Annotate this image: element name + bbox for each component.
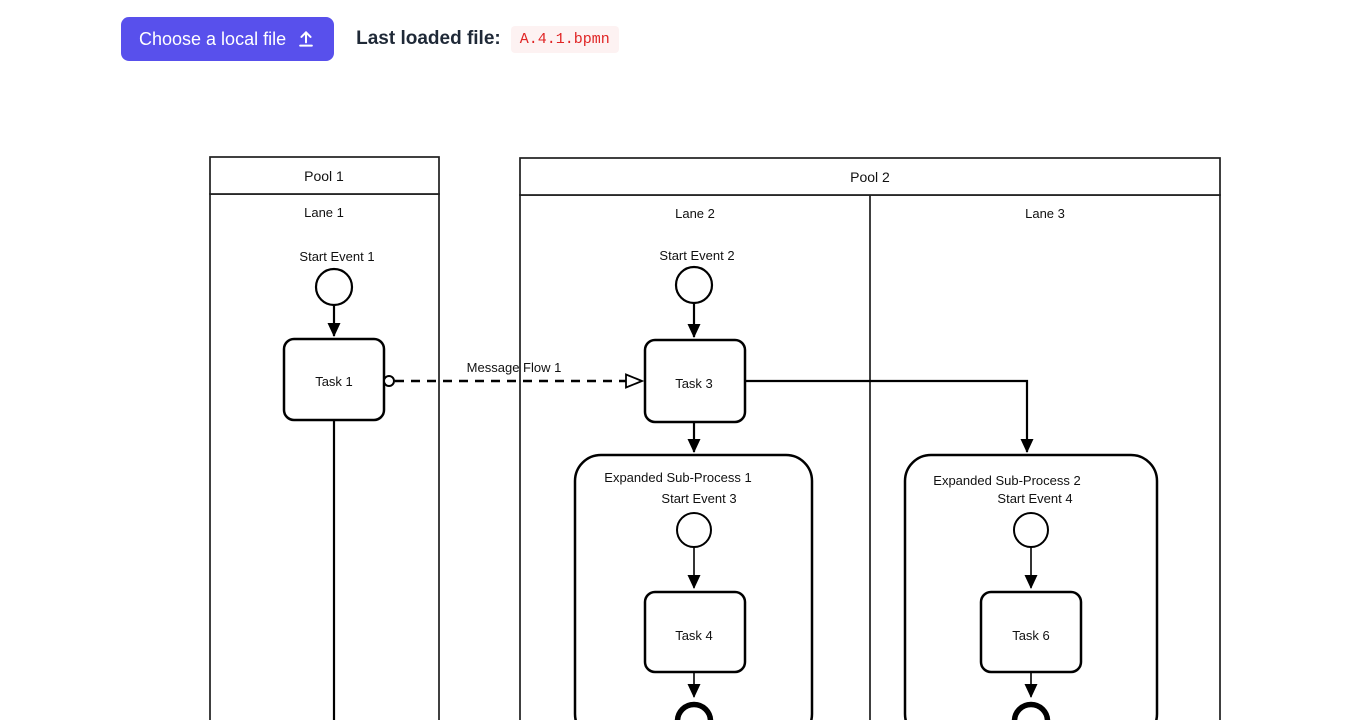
task-3-shape[interactable] xyxy=(643,338,747,424)
toolbar: Choose a local file Last loaded file: A.… xyxy=(121,17,619,61)
last-loaded-label: Last loaded file: xyxy=(356,28,501,49)
sequence-flow-task3-subprocess2 xyxy=(745,379,1034,453)
lane-3-label: Lane 3 xyxy=(1025,206,1065,221)
start-event-2-shape[interactable] xyxy=(674,265,714,305)
upload-icon xyxy=(296,29,316,49)
start-event-4-label: Start Event 4 xyxy=(997,491,1072,506)
pool-1-header[interactable] xyxy=(209,156,440,195)
sub-process-2-label: Expanded Sub-Process 2 xyxy=(933,473,1080,488)
start-event-3-shape[interactable] xyxy=(676,512,712,548)
lane-1-label: Lane 1 xyxy=(304,205,344,220)
start-event-1-shape[interactable] xyxy=(314,267,354,307)
end-event-2-shape[interactable] xyxy=(1011,701,1051,720)
task-1-label: Task 1 xyxy=(315,374,353,389)
start-event-1-label: Start Event 1 xyxy=(299,249,374,264)
message-flow-1-start-marker xyxy=(383,375,395,387)
task-4-shape[interactable] xyxy=(643,590,747,674)
task-6-shape[interactable] xyxy=(979,590,1083,674)
start-event-2-label: Start Event 2 xyxy=(659,248,734,263)
lane-2-label: Lane 2 xyxy=(675,206,715,221)
pool-1-label: Pool 1 xyxy=(304,168,344,184)
task-4-label: Task 4 xyxy=(675,628,713,643)
choose-file-button[interactable]: Choose a local file xyxy=(121,17,335,61)
end-event-1-shape[interactable] xyxy=(674,701,714,720)
last-loaded-file: Last loaded file: A.4.1.bpmn xyxy=(356,25,619,53)
pool-2-label: Pool 2 xyxy=(850,169,890,185)
choose-file-button-label: Choose a local file xyxy=(139,28,287,49)
task-6-label: Task 6 xyxy=(1012,628,1050,643)
start-event-4-shape[interactable] xyxy=(1013,512,1049,548)
message-flow-1-label: Message Flow 1 xyxy=(467,360,562,375)
start-event-3-label: Start Event 3 xyxy=(661,491,736,506)
task-3-label: Task 3 xyxy=(675,376,713,391)
loaded-file-name-badge: A.4.1.bpmn xyxy=(510,25,619,53)
sub-process-1-label: Expanded Sub-Process 1 xyxy=(604,470,751,485)
